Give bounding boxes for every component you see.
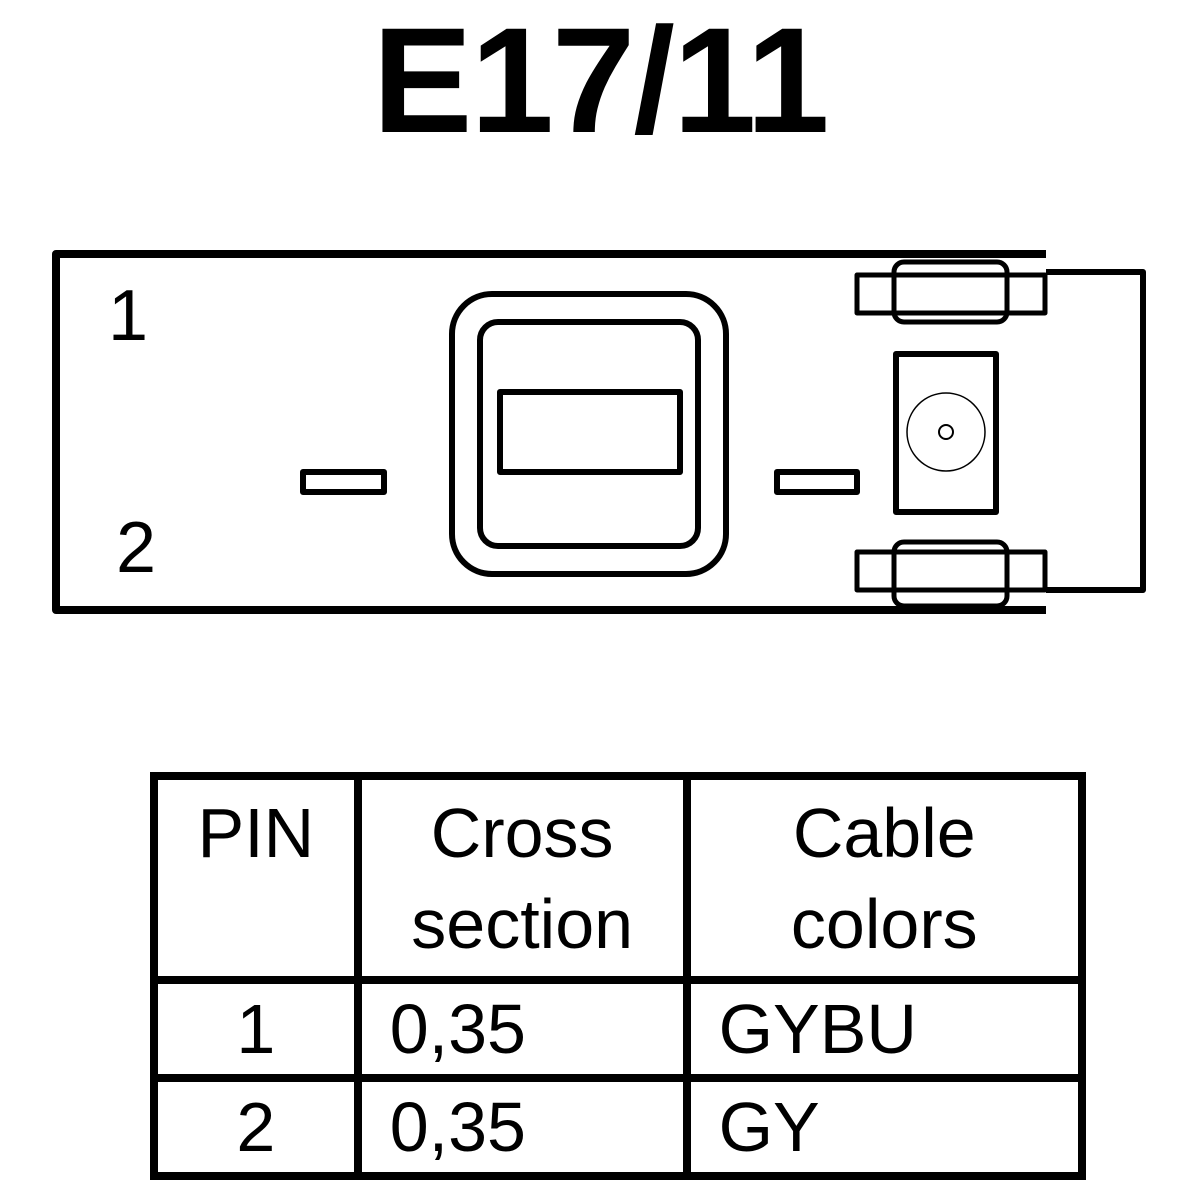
header-cable-colors-line2: colors [790, 885, 978, 963]
table-row: 1 0,35 GYBU [150, 976, 1087, 1082]
header-pin: PIN [150, 772, 362, 984]
diagram-title: E17/11 [372, 0, 829, 164]
row-2-cross-section: 0,35 [353, 1074, 691, 1180]
row-1-pin: 1 [150, 976, 362, 1082]
pin-1-label: 1 [108, 276, 149, 356]
coding-window [893, 351, 999, 515]
header-cross-section-line2: section [411, 885, 634, 963]
pin-2-label: 2 [116, 508, 157, 588]
latch-outer-frame [449, 291, 729, 577]
coding-circle-outer [906, 392, 986, 472]
connector-drawing [52, 250, 1146, 614]
header-cross-section-line1: Cross [430, 794, 614, 872]
header-cable-colors-line1: Cable [792, 794, 976, 872]
locking-bracket [1046, 269, 1146, 593]
row-1-cross-section: 0,35 [353, 976, 691, 1082]
bottom-clip-inner [891, 539, 1010, 609]
header-pin-label: PIN [197, 794, 315, 872]
table-row: 2 0,35 GY [150, 1074, 1087, 1180]
contact-slot-left [300, 469, 387, 495]
bottom-clip-outer [854, 549, 1048, 593]
row-1-cable-color: GYBU [682, 976, 1087, 1082]
table-header-row: PIN Cross section Cable colors [150, 772, 1087, 984]
coding-circle-inner [938, 424, 954, 440]
top-clip-outer [854, 272, 1048, 316]
pin-assignment-table: PIN Cross section Cable colors 1 0,35 GY… [150, 772, 1087, 1180]
header-cross-section: Cross section [353, 772, 691, 984]
contact-slot-right [774, 469, 860, 495]
latch-slot [497, 389, 683, 475]
latch-inner-frame [477, 319, 701, 549]
row-2-pin: 2 [150, 1074, 362, 1180]
connector-housing [52, 250, 1046, 614]
header-cable-colors: Cable colors [682, 772, 1087, 984]
top-clip-inner [891, 259, 1010, 325]
row-2-cable-color: GY [682, 1074, 1087, 1180]
